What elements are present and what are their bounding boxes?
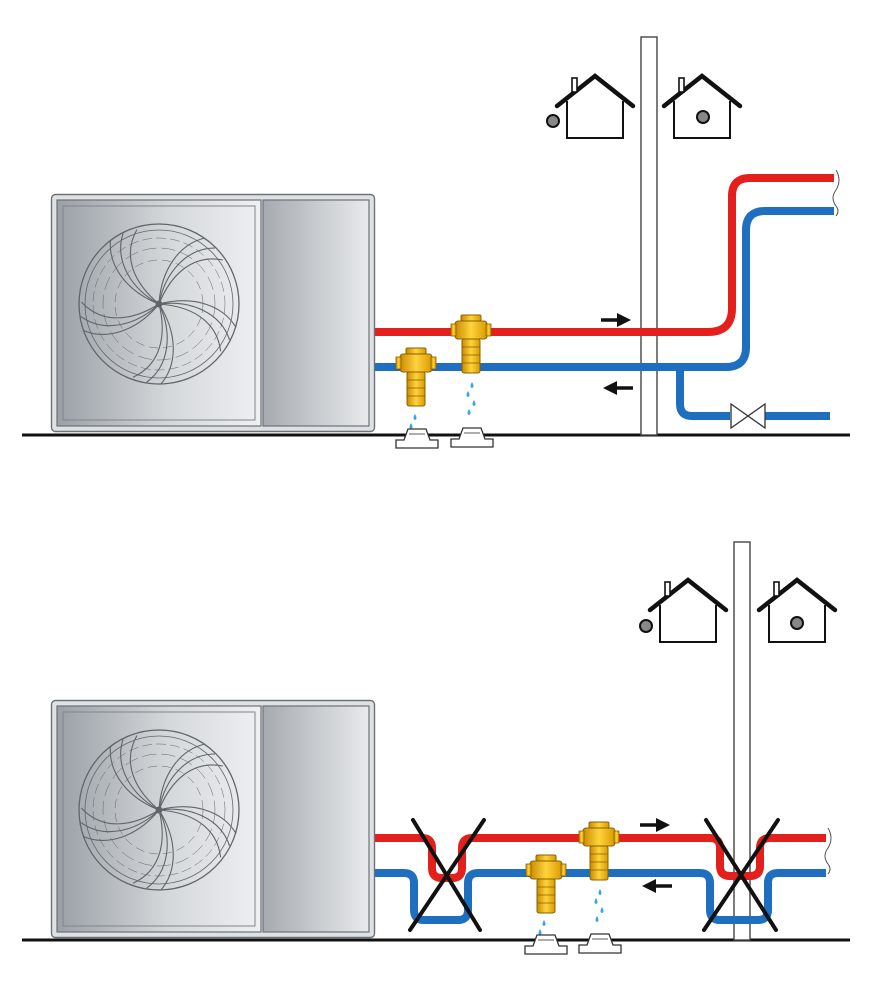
bypass-pipe-top [676,367,730,420]
drain-base [450,427,494,448]
incorrect-installation-diagram [22,541,850,955]
flow-arrow-icon [599,311,633,329]
building-wall-bottom [733,541,751,941]
heat-pump-unit [50,193,376,433]
correct-installation-diagram [22,36,850,449]
cross-mark-icon [702,818,780,932]
water-drops [466,382,476,415]
cold-pipe-top [372,207,834,371]
drain-base [395,428,439,449]
drain-base [578,933,622,954]
house-icon [759,580,835,642]
heat-pump-unit [50,699,376,939]
check-valve-icon [730,402,766,430]
drain-base [524,934,568,955]
house-icon [546,76,633,138]
antifreeze-valve-icon [395,347,437,407]
hot-pipe-top [372,174,834,336]
cross-mark-icon [408,818,486,932]
house-icon [664,76,740,138]
antifreeze-valve-icon [525,854,567,914]
flow-arrow-icon [601,379,635,397]
flow-arrow-icon [638,816,672,834]
building-wall-top [640,36,658,436]
house-icon [639,580,726,642]
water-drops [594,889,604,922]
flow-arrow-icon [640,877,674,895]
